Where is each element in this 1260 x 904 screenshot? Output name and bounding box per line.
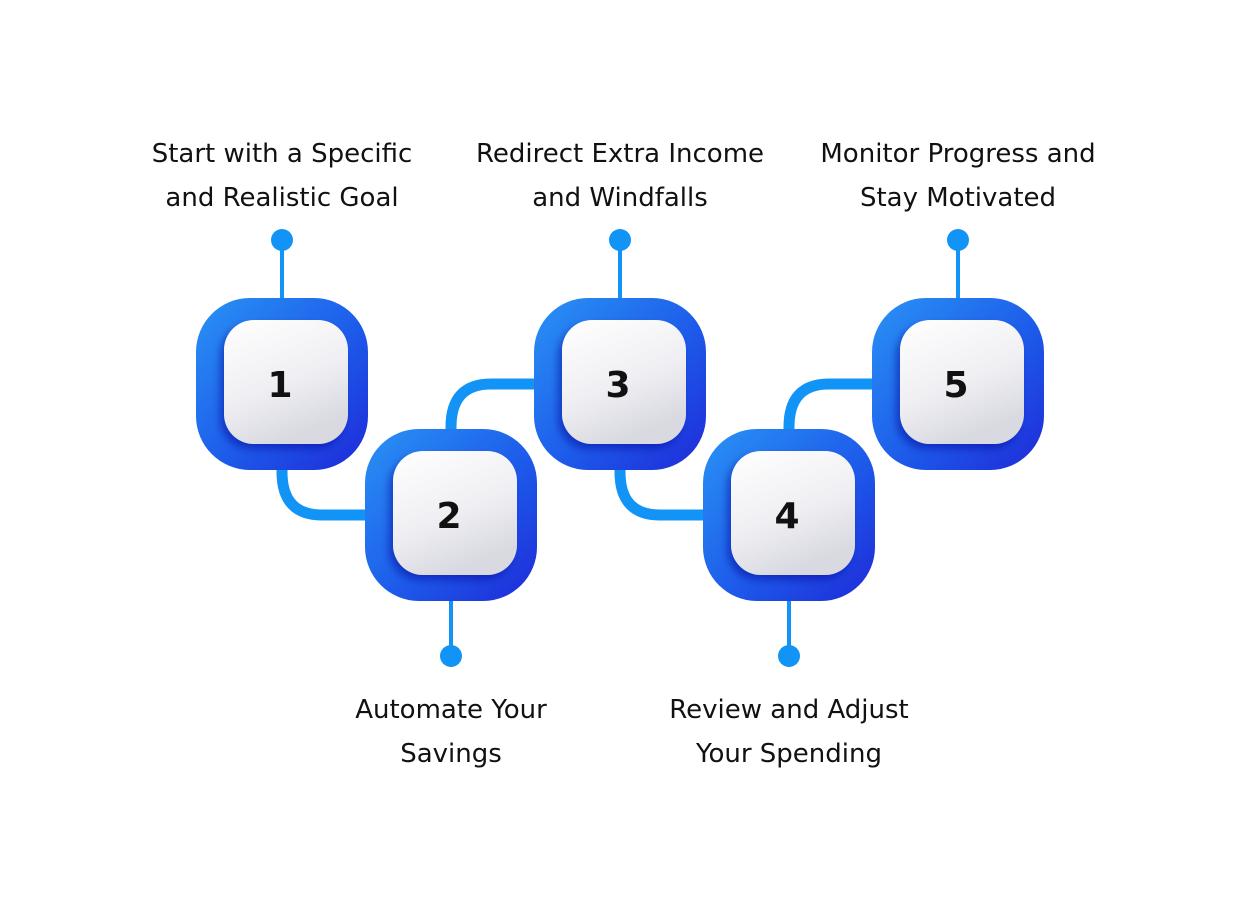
connector-dot-2 xyxy=(440,645,462,667)
step-number-3: 3 xyxy=(605,365,630,406)
step-label-4-line-1: Review and Adjust xyxy=(669,695,908,725)
step-label-5-line-1: Monitor Progress and xyxy=(820,139,1095,169)
step-number-1: 1 xyxy=(267,365,292,406)
step-node-1: 1 xyxy=(196,298,368,470)
connector-dot-5 xyxy=(947,229,969,251)
step-label-3: Redirect Extra Income and Windfalls xyxy=(476,139,764,213)
step-number-5: 5 xyxy=(943,365,968,406)
nodes: 1 2 3 4 5 xyxy=(196,298,1044,601)
labels: Start with a Specific and Realistic GoalA… xyxy=(152,139,1096,769)
step-node-3: 3 xyxy=(534,298,706,470)
step-tile-2 xyxy=(393,451,517,575)
step-node-2: 2 xyxy=(365,429,537,601)
step-label-5-line-2: Stay Motivated xyxy=(860,183,1056,213)
connector-3-4 xyxy=(614,448,725,521)
connector-dot-4 xyxy=(778,645,800,667)
step-label-2-line-2: Savings xyxy=(400,739,502,769)
step-label-1-line-1: Start with a Specific xyxy=(152,139,413,169)
connector-4-5 xyxy=(783,378,894,451)
step-number-4: 4 xyxy=(774,496,799,537)
step-label-1: Start with a Specific and Realistic Goal xyxy=(152,139,413,213)
step-label-2-line-1: Automate Your xyxy=(355,695,547,725)
step-label-1-line-2: and Realistic Goal xyxy=(165,183,398,213)
step-node-5: 5 xyxy=(872,298,1044,470)
step-number-2: 2 xyxy=(436,496,461,537)
step-tile-1 xyxy=(224,320,348,444)
connector-2-3 xyxy=(445,378,556,451)
step-node-4: 4 xyxy=(703,429,875,601)
step-label-3-line-1: Redirect Extra Income xyxy=(476,139,764,169)
step-tile-3 xyxy=(562,320,686,444)
connector-dot-1 xyxy=(271,229,293,251)
step-label-4-line-2: Your Spending xyxy=(695,739,882,769)
step-label-3-line-2: and Windfalls xyxy=(532,183,708,213)
connector-dot-3 xyxy=(609,229,631,251)
connectors xyxy=(271,229,969,667)
step-tile-5 xyxy=(900,320,1024,444)
step-tile-4 xyxy=(731,451,855,575)
connector-1-2 xyxy=(276,448,387,521)
